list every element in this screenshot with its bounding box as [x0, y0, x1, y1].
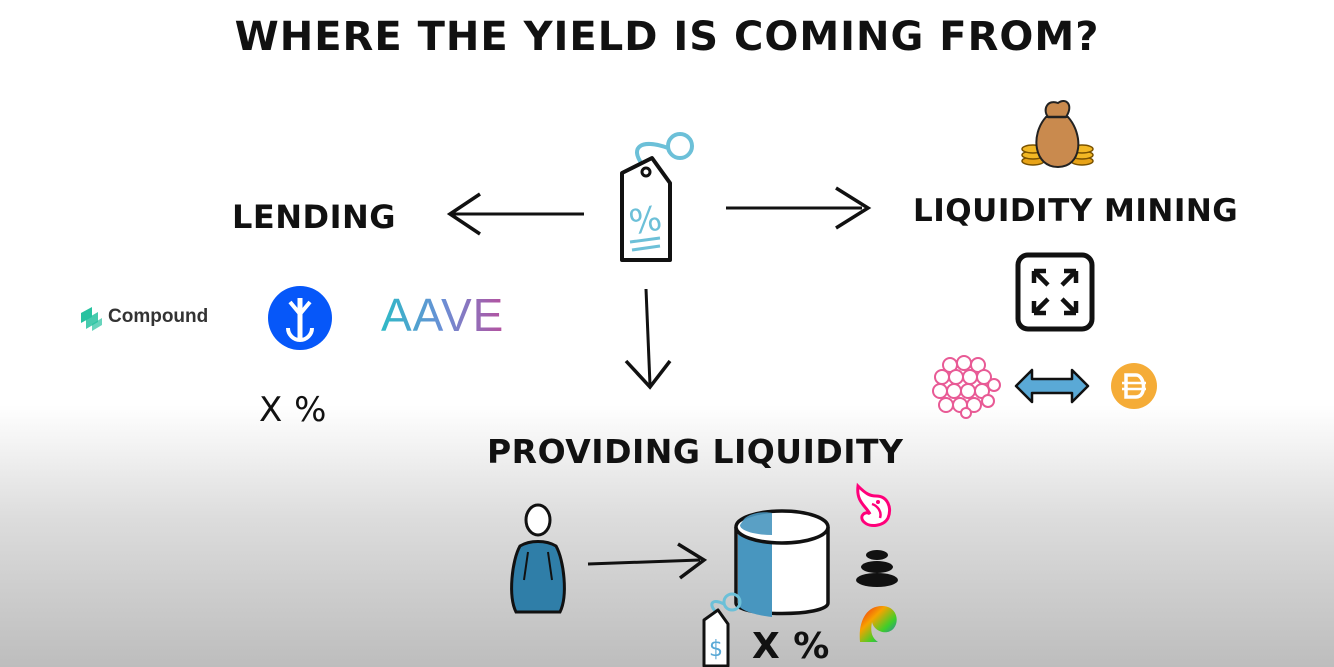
token-cluster-icon: [932, 355, 1001, 419]
arrow-to-pool-icon: [587, 542, 708, 580]
dai-coin-icon: [1111, 363, 1157, 409]
expand-arrows-icon: [1015, 252, 1095, 332]
providing-rate: X %: [752, 626, 830, 667]
compound-logo-label: Compound: [108, 306, 209, 327]
uniswap-icon: [856, 482, 891, 527]
pool-cylinder-icon: [734, 509, 830, 617]
arrow-right-icon: [726, 186, 872, 230]
percent-tag-icon: %: [620, 132, 694, 262]
svg-text:$: $: [709, 637, 723, 662]
aave-logo: AAVE: [381, 289, 505, 341]
lending-label: LENDING: [232, 198, 397, 236]
money-bag-icon: [1021, 99, 1094, 169]
curve-icon: [859, 606, 897, 642]
lending-rate: X %: [259, 390, 327, 430]
person-icon: [510, 503, 566, 614]
page-title: WHERE THE YIELD IS COMING FROM?: [234, 14, 1100, 60]
arrow-down-icon: [624, 288, 672, 390]
liquidity-mining-label: LIQUIDITY MINING: [913, 193, 1239, 229]
balancer-icon: [856, 550, 898, 587]
compound-logo: [81, 307, 102, 331]
providing-liquidity-label: PROVIDING LIQUIDITY: [487, 432, 904, 471]
double-arrow-icon: [1014, 368, 1090, 404]
arrow-left-icon: [446, 192, 584, 236]
svg-text:%: %: [626, 199, 665, 244]
dollar-tag-icon: $: [702, 592, 742, 667]
yearn-logo: [268, 286, 332, 350]
